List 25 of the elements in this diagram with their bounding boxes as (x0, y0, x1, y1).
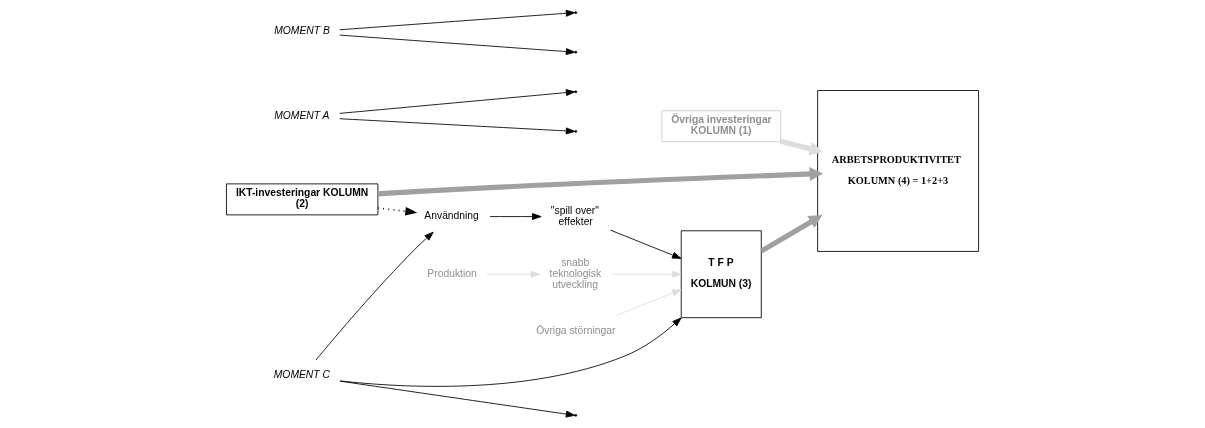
node-box: ARBETSPRODUKTIVITET KOLUMN (4) = 1+2+3 (817, 90, 979, 252)
node-text: MOMENT C (273, 368, 330, 380)
node-box: IKT-investeringar KOLUMN (2) (226, 183, 379, 216)
arrow (489, 213, 542, 220)
node-text: snabb teknologisk utveckling (549, 256, 602, 291)
node-box: Övriga investeringar KOLUMN (1) (661, 110, 782, 143)
arrow (615, 289, 682, 316)
arrow (377, 167, 823, 197)
arrow (339, 34, 576, 55)
arrow (780, 138, 823, 156)
arrow (315, 231, 434, 361)
node-text: Övriga störningar (536, 324, 616, 336)
arrow (377, 207, 418, 216)
arrow (339, 89, 576, 114)
arrow (760, 215, 823, 254)
arrow (339, 317, 682, 387)
node-text: Användning (424, 210, 479, 222)
node-text: MOMENT A (274, 109, 330, 121)
arrow (609, 229, 682, 259)
node-text: MOMENT B (274, 25, 330, 37)
node-box: T F P KOLMUN (3) (680, 230, 762, 319)
arrow (611, 270, 682, 278)
node-text: "spill over" effekter (550, 204, 599, 227)
arrow (486, 270, 541, 278)
node-text: Produktion (427, 267, 477, 279)
